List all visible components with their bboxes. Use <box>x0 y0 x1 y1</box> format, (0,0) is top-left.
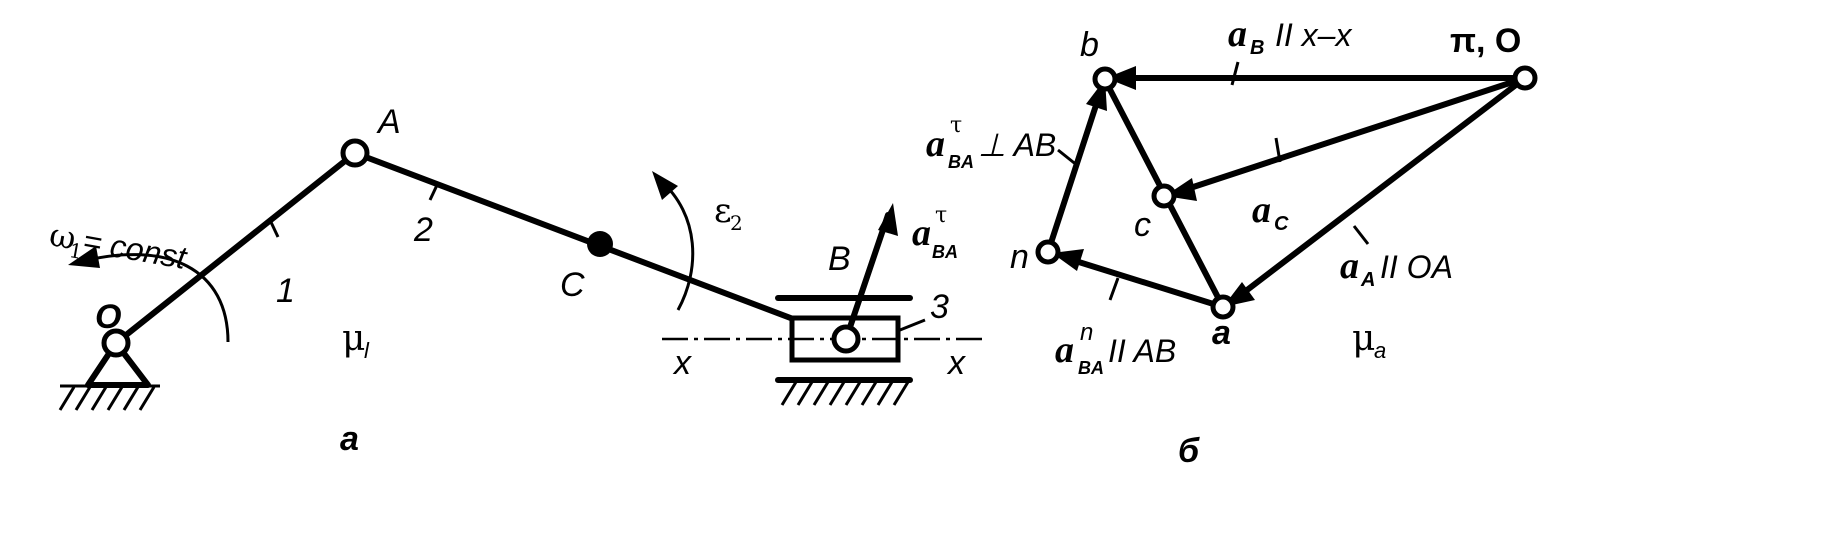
omega-arrowhead <box>68 246 100 268</box>
label-link-2: 2 <box>413 211 433 249</box>
svg-text:a: a <box>1340 245 1359 287</box>
label-a-a-parallel-oa: a A II OA <box>1340 245 1453 291</box>
omega-arc <box>74 253 230 343</box>
svg-text:τ: τ <box>935 203 947 228</box>
svg-text:a: a <box>912 212 931 254</box>
label-c-point: c <box>1134 206 1151 244</box>
svg-text:A: A <box>1360 269 1375 291</box>
svg-text:a: a <box>1252 189 1271 231</box>
link-1-crank <box>113 150 358 346</box>
label-link-1: 1 <box>276 272 295 310</box>
acceleration-polygon-panel: b c n a π, O a B II x–x a τ BA ⊥ AB a C … <box>926 13 1538 470</box>
svg-text:ε: ε <box>714 191 732 231</box>
svg-text:C: C <box>1274 213 1289 235</box>
label-a-ba-n-parallel-ab: a n BA II AB <box>1055 319 1176 378</box>
point-a <box>1210 294 1236 320</box>
a-ba-tau-arrow <box>843 212 891 342</box>
svg-text:BA: BA <box>948 152 974 172</box>
label-x-right: x <box>946 344 966 382</box>
label-a: A <box>376 103 401 141</box>
epsilon-arc <box>659 178 695 311</box>
point-c-mass-center <box>587 231 613 257</box>
panel-caption-a: а <box>340 420 359 458</box>
mechanism-panel: O A 1 2 C B 3 x x ω 1 = const ε 2 μ l a … <box>47 103 985 458</box>
svg-text:μ: μ <box>342 318 365 359</box>
label-n-point: n <box>1010 238 1029 276</box>
label-omega-const: ω 1 = const <box>47 215 190 276</box>
joint-b <box>831 324 861 354</box>
svg-text:II x–x: II x–x <box>1275 17 1352 53</box>
svg-text:2: 2 <box>730 211 743 235</box>
svg-text:II OA: II OA <box>1380 249 1453 285</box>
label-b: B <box>828 240 851 278</box>
svg-text:a: a <box>926 123 945 165</box>
svg-text:ω: ω <box>47 215 79 257</box>
label-o: O <box>95 298 121 336</box>
svg-text:l: l <box>364 338 370 363</box>
point-n <box>1035 239 1061 265</box>
svg-text:II AB: II AB <box>1108 333 1176 369</box>
joint-o <box>101 328 131 358</box>
svg-text:a: a <box>1055 329 1074 371</box>
label-a-ba-tau: a τ BA <box>912 203 958 262</box>
vector-a-ba-n <box>1063 255 1226 310</box>
vector-a-a <box>1231 75 1528 303</box>
label-x-left: x <box>672 344 692 382</box>
label-b-point: b <box>1080 26 1099 64</box>
svg-text:BA: BA <box>1078 358 1104 378</box>
svg-text:τ: τ <box>950 113 962 138</box>
point-b <box>1092 66 1118 92</box>
svg-text:= const: = const <box>80 222 190 276</box>
label-mu-a: μ a <box>1352 318 1386 363</box>
label-a-ba-tau-perp-ab: a τ BA ⊥ AB <box>926 113 1056 172</box>
svg-text:n: n <box>1080 319 1093 346</box>
label-epsilon-2: ε 2 <box>714 191 743 235</box>
svg-text:BA: BA <box>932 242 958 262</box>
label-c: C <box>560 266 585 304</box>
svg-text:a: a <box>1228 13 1247 55</box>
point-o <box>1512 65 1538 91</box>
svg-text:B: B <box>1250 37 1264 59</box>
vector-a-c <box>1175 75 1528 195</box>
svg-text:⊥ AB: ⊥ AB <box>978 127 1056 163</box>
svg-text:a: a <box>1374 338 1386 363</box>
label-link-3: 3 <box>930 288 949 326</box>
joint-a <box>340 138 370 168</box>
vector-a-ba-tau <box>1045 90 1103 255</box>
svg-text:μ: μ <box>1352 318 1375 359</box>
guide-hatching <box>780 381 910 406</box>
label-a-b-parallel-xx: a B II x–x <box>1228 13 1352 59</box>
panel-caption-b: б <box>1178 432 1200 470</box>
ground-support-o <box>58 340 160 411</box>
label-pi-o: π, O <box>1450 22 1521 60</box>
point-c <box>1151 183 1177 209</box>
svg-text:1: 1 <box>67 238 84 264</box>
label-a-c: a C <box>1252 189 1289 235</box>
label-a-point: a <box>1212 314 1231 352</box>
label-mu-l: μ l <box>342 318 370 363</box>
epsilon-arrowhead <box>652 171 678 200</box>
